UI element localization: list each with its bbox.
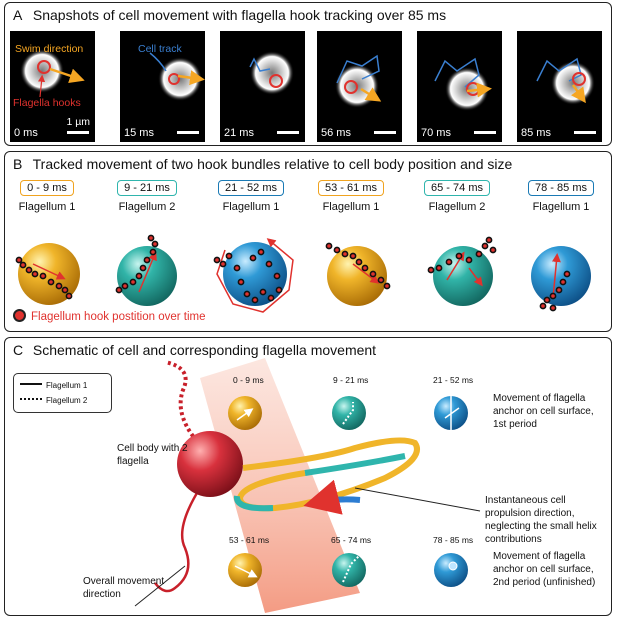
hook-track-sphere bbox=[427, 236, 497, 306]
snapshot-frame: 70 ms bbox=[417, 31, 502, 142]
hook-track-sphere bbox=[15, 243, 80, 305]
flagellum-label: Flagellum 1 bbox=[222, 201, 280, 213]
frame-time: 15 ms bbox=[124, 127, 154, 139]
legend-solid: Flagellum 1 bbox=[20, 381, 87, 390]
hook-track-sphere bbox=[115, 234, 177, 306]
snapshot-frame: 21 ms bbox=[220, 31, 305, 142]
time-label: 21 - 52 ms bbox=[433, 375, 474, 385]
hook-track-sphere bbox=[531, 246, 591, 312]
frame-time: 56 ms bbox=[321, 127, 351, 139]
flagella-hooks-label: Flagella hooks bbox=[13, 97, 81, 109]
panel-letter: A bbox=[13, 7, 23, 23]
panel-letter: B bbox=[13, 156, 23, 172]
snapshot-frame: Swim direction Flagella hooks 0 ms 1 µm bbox=[10, 31, 95, 142]
snapshot-frame: Cell track 15 ms bbox=[120, 31, 205, 142]
panel-c-title: C Schematic of cell and corresponding fl… bbox=[13, 342, 376, 358]
time-interval-box: 0 - 9 ms bbox=[20, 180, 74, 196]
legend-dotted-label: Flagellum 2 bbox=[46, 396, 88, 405]
flagellum-legend: Flagellum 1 Flagellum 2 bbox=[13, 373, 112, 413]
frame-time: 0 ms bbox=[14, 127, 38, 139]
panel-title-text: Schematic of cell and corresponding flag… bbox=[32, 342, 377, 358]
time-label: 9 - 21 ms bbox=[333, 375, 369, 385]
time-interval-box: 65 - 74 ms bbox=[424, 180, 490, 196]
frame-time: 70 ms bbox=[421, 127, 451, 139]
snapshot-frame: 85 ms bbox=[517, 31, 602, 142]
time-interval-box: 9 - 21 ms bbox=[117, 180, 177, 196]
panel-title-text: Snapshots of cell movement with flagella… bbox=[32, 7, 447, 23]
frame-time: 85 ms bbox=[521, 127, 551, 139]
propulsion-label: Instantaneous cell propulsion direction,… bbox=[485, 495, 597, 545]
helix-teal-2 bbox=[233, 495, 274, 512]
schematic-drawing bbox=[134, 358, 481, 613]
panel-a: A Snapshots of cell movement with flagel… bbox=[4, 2, 612, 146]
scale-bar bbox=[277, 131, 299, 134]
cell-image bbox=[20, 49, 85, 98]
flagellum-label: Flagellum 2 bbox=[428, 201, 486, 213]
time-interval-box: 21 - 52 ms bbox=[218, 180, 284, 196]
scale-bar bbox=[374, 131, 396, 134]
hook-track-sphere bbox=[325, 242, 391, 306]
frame-time: 21 ms bbox=[224, 127, 254, 139]
interval-column: 78 - 85 ms Flagellum 1 bbox=[521, 178, 601, 213]
panel-title-text: Tracked movement of two hook bundles rel… bbox=[32, 156, 513, 172]
propulsion-arrow bbox=[303, 479, 361, 515]
hook-dot-icon bbox=[13, 309, 26, 322]
cell-image bbox=[249, 51, 294, 95]
time-interval-box: 53 - 61 ms bbox=[318, 180, 384, 196]
panel-c: C Schematic of cell and corresponding fl… bbox=[4, 337, 612, 616]
anchor-sphere bbox=[332, 396, 366, 430]
scale-bar-label: 1 µm bbox=[66, 116, 90, 128]
legend-dotted: Flagellum 2 bbox=[20, 396, 87, 405]
legend-solid-label: Flagellum 1 bbox=[46, 381, 88, 390]
scale-bar bbox=[574, 131, 596, 134]
anchor-sphere bbox=[228, 396, 262, 430]
panel-letter: C bbox=[13, 342, 24, 358]
cell-track-label: Cell track bbox=[138, 43, 182, 55]
cell-image bbox=[149, 52, 205, 101]
time-interval-box: 78 - 85 ms bbox=[528, 180, 594, 196]
time-label: 65 - 74 ms bbox=[331, 535, 372, 545]
interval-column: 9 - 21 ms Flagellum 2 bbox=[107, 178, 187, 213]
period1-label: Movement of flagella anchor on cell surf… bbox=[493, 393, 594, 430]
helix-teal bbox=[304, 453, 406, 476]
flagellum-label: Flagellum 2 bbox=[118, 201, 176, 213]
anchor-sphere bbox=[228, 553, 262, 587]
cell-body bbox=[177, 431, 243, 497]
interval-column: 53 - 61 ms Flagellum 1 bbox=[311, 178, 391, 213]
cell-image bbox=[335, 54, 382, 108]
flagellum-1 bbox=[154, 487, 202, 593]
panel-b: B Tracked movement of two hook bundles r… bbox=[4, 151, 612, 332]
panel-a-title: A Snapshots of cell movement with flagel… bbox=[13, 7, 446, 23]
time-label: 53 - 61 ms bbox=[229, 535, 270, 545]
hook-track-sphere bbox=[213, 238, 294, 313]
swim-direction-label: Swim direction bbox=[15, 43, 84, 55]
period2-label: Movement of flagella anchor on cell surf… bbox=[493, 551, 596, 588]
time-label: 78 - 85 ms bbox=[433, 535, 474, 545]
hook-position-legend: Flagellum hook postition over time bbox=[13, 309, 206, 323]
flagellum-label: Flagellum 1 bbox=[532, 201, 590, 213]
scale-bar bbox=[177, 131, 199, 134]
flagellum-label: Flagellum 1 bbox=[18, 201, 76, 213]
interval-column: 21 - 52 ms Flagellum 1 bbox=[211, 178, 291, 213]
cell-image bbox=[434, 57, 492, 111]
flagellum-label: Flagellum 1 bbox=[322, 201, 380, 213]
cell-image bbox=[536, 57, 595, 105]
scale-bar bbox=[474, 131, 496, 134]
cell-body-label: Cell body with 2 flagella bbox=[117, 443, 188, 467]
flagellum-2 bbox=[164, 360, 207, 452]
snapshot-frame: 56 ms bbox=[317, 31, 402, 142]
panel-b-title: B Tracked movement of two hook bundles r… bbox=[13, 156, 512, 172]
interval-column: 0 - 9 ms Flagellum 1 bbox=[7, 178, 87, 213]
interval-column: 65 - 74 ms Flagellum 2 bbox=[417, 178, 497, 213]
helix-yellow bbox=[236, 437, 420, 512]
legend-text: Flagellum hook postition over time bbox=[31, 311, 206, 323]
time-label: 0 - 9 ms bbox=[233, 375, 264, 385]
scale-bar bbox=[67, 131, 89, 134]
overall-direction-label: Overall movement direction bbox=[83, 576, 165, 600]
